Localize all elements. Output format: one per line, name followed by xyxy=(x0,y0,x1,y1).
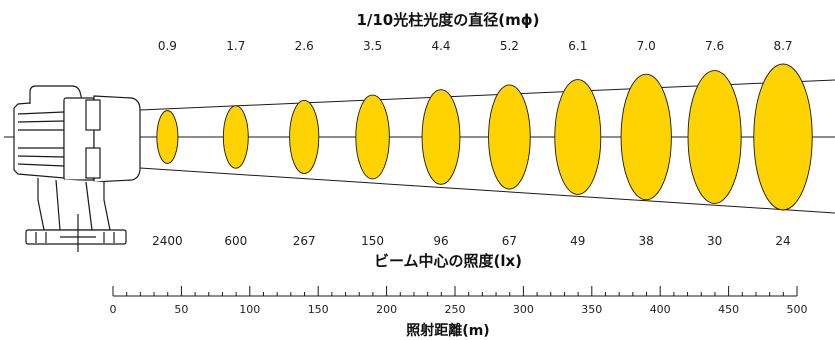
distance-tick-label: 450 xyxy=(718,303,739,316)
illuminance-labels: 2400 600 267 150 96 67 49 38 30 24 xyxy=(152,234,791,248)
beam-diameter-labels: 0.9 1.7 2.6 3.5 4.4 5.2 6.1 7.0 7.6 8.7 xyxy=(158,39,793,53)
beam-diameter-label: 5.2 xyxy=(500,39,519,53)
distance-tick-label: 0 xyxy=(110,303,117,316)
distance-tick-label: 500 xyxy=(787,303,808,316)
distance-tick-label: 50 xyxy=(174,303,188,316)
beam-ellipse-500m xyxy=(753,63,813,211)
illuminance-label: 2400 xyxy=(152,234,183,248)
illuminance-title: ビーム中心の照度(lx) xyxy=(374,252,522,270)
distance-tick-label: 250 xyxy=(445,303,466,316)
beam-diameter-label: 7.6 xyxy=(705,39,724,53)
beam-ellipse-200m xyxy=(355,94,390,180)
beam-diameter-label: 7.0 xyxy=(637,39,656,53)
beam-ellipse-50m xyxy=(156,110,179,164)
illuminance-label: 49 xyxy=(570,234,585,248)
beam-lower-edge xyxy=(139,167,835,214)
distance-tick-label: 400 xyxy=(650,303,671,316)
illuminance-label: 600 xyxy=(224,234,247,248)
distance-title: 照射距離(m) xyxy=(406,322,489,339)
beam-diameter-label: 3.5 xyxy=(363,39,382,53)
beam-diameter-title: 1/10光柱光度の直径(mϕ) xyxy=(356,11,539,29)
illuminance-label: 38 xyxy=(639,234,654,248)
beam-diameter-label: 2.6 xyxy=(295,39,314,53)
beam-diameter-label: 1.7 xyxy=(226,39,245,53)
illuminance-label: 150 xyxy=(361,234,384,248)
beam-ellipse-250m xyxy=(421,89,461,185)
beam-ellipse-300m xyxy=(488,84,531,190)
beam-ellipse-100m xyxy=(222,105,249,169)
distance-tick-label: 300 xyxy=(513,303,534,316)
beam-ellipse-400m xyxy=(620,73,672,201)
beam-diameter-label: 8.7 xyxy=(773,39,792,53)
distance-tick-label: 100 xyxy=(239,303,260,316)
distance-tick-label: 350 xyxy=(581,303,602,316)
searchlight-icon xyxy=(13,85,141,252)
illuminance-label: 67 xyxy=(502,234,517,248)
illuminance-label: 96 xyxy=(433,234,448,248)
beam-diameter-label: 6.1 xyxy=(568,39,587,53)
beam-diameter-label: 0.9 xyxy=(158,39,177,53)
illuminance-label: 24 xyxy=(775,234,790,248)
distance-tick-label: 150 xyxy=(308,303,329,316)
beam-ellipse-450m xyxy=(687,70,742,204)
illuminance-label: 267 xyxy=(293,234,316,248)
distance-tick-label: 200 xyxy=(376,303,397,316)
beam-ellipse-150m xyxy=(289,100,320,174)
beam-diameter-label: 4.4 xyxy=(431,39,450,53)
beam-ellipses xyxy=(156,63,813,211)
illuminance-label: 30 xyxy=(707,234,722,248)
beam-ellipse-350m xyxy=(554,79,602,195)
distance-axis: 0 50 100 150 200 250 300 350 400 450 500 xyxy=(110,286,808,316)
